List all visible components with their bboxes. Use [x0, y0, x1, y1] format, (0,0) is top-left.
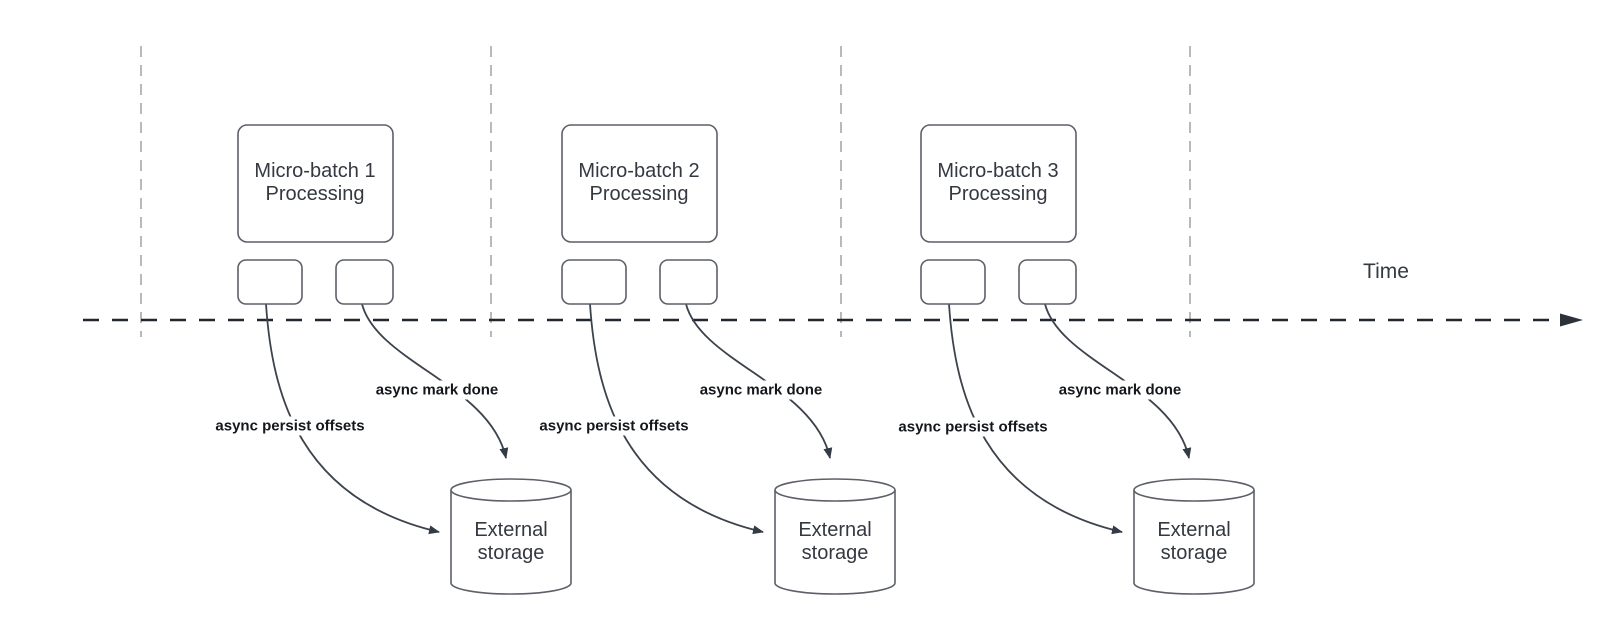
mark-done-arrow — [1044, 303, 1192, 459]
section-microbatch-3 — [920, 124, 1255, 595]
mark-done-task-box — [335, 259, 394, 305]
persist-offsets-label: async persist offsets — [895, 417, 1051, 437]
persist-offsets-arrow — [589, 303, 764, 535]
microbatch-1-processing-box — [237, 124, 394, 243]
time-axis-arrow-icon — [1560, 313, 1583, 327]
mark-done-label: async mark done — [696, 380, 826, 400]
mark-done-arrow — [361, 303, 509, 459]
external-storage-cylinder — [450, 478, 572, 595]
microbatch-2-processing-box — [561, 124, 718, 243]
persist-offsets-label: async persist offsets — [212, 416, 368, 436]
persist-offsets-task-box — [561, 259, 627, 305]
mark-done-arrow — [685, 303, 833, 459]
section-microbatch-1 — [237, 124, 572, 595]
external-storage-label: External storage — [798, 519, 872, 564]
persist-offsets-task-box — [237, 259, 303, 305]
mark-done-label: async mark done — [372, 380, 502, 400]
microbatch-3-processing-box — [920, 124, 1077, 243]
microbatch-label: Micro-batch 2 Processing — [578, 160, 700, 205]
persist-offsets-task-box — [920, 259, 986, 305]
mark-done-task-box — [1018, 259, 1077, 305]
external-storage-cylinder — [1133, 478, 1255, 595]
mark-done-label: async mark done — [1055, 380, 1185, 400]
time-label: Time — [1363, 260, 1409, 283]
persist-offsets-label: async persist offsets — [536, 416, 692, 436]
microbatch-label: Micro-batch 3 Processing — [937, 160, 1059, 205]
external-storage-label: External storage — [474, 519, 548, 564]
persist-offsets-arrow — [948, 303, 1123, 535]
external-storage-cylinder — [774, 478, 896, 595]
persist-offsets-arrow — [265, 303, 440, 535]
mark-done-task-box — [659, 259, 718, 305]
external-storage-label: External storage — [1157, 519, 1231, 564]
microbatch-label: Micro-batch 1 Processing — [254, 160, 376, 205]
section-microbatch-2 — [561, 124, 896, 595]
